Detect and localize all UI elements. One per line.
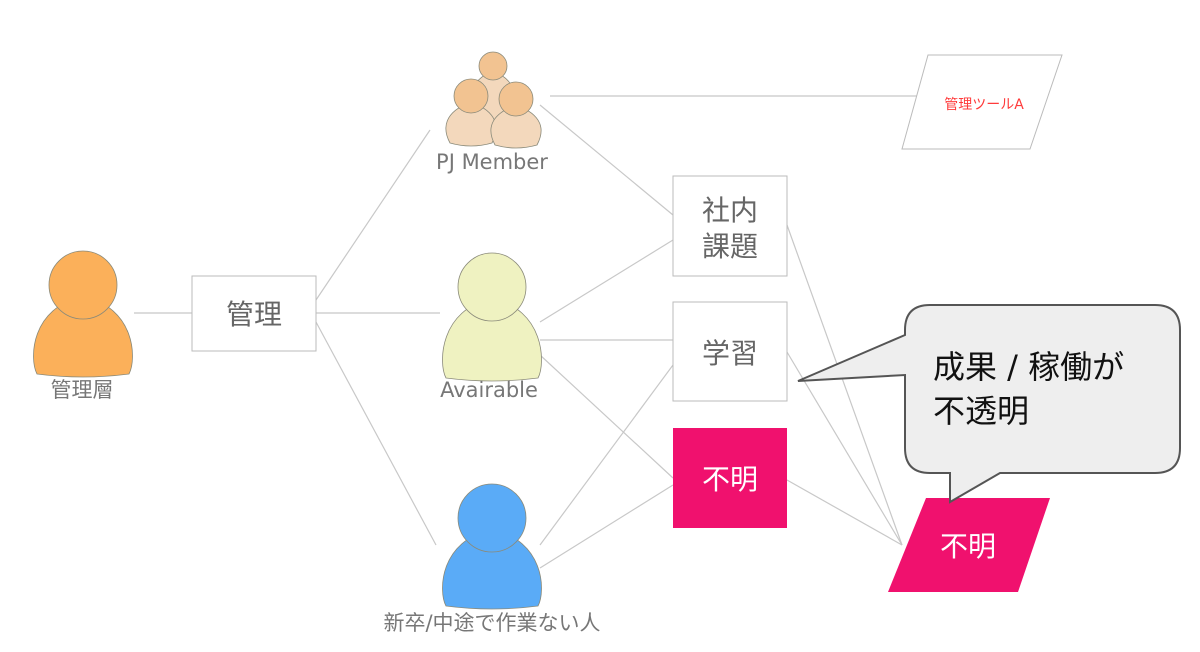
box-management[interactable]: 管理 (191, 275, 317, 352)
person-body (33, 296, 133, 378)
person-body (442, 529, 542, 610)
person-head (48, 250, 118, 320)
person-head (478, 51, 508, 81)
person-body (442, 298, 542, 382)
person-head (457, 252, 527, 322)
connector (315, 321, 437, 546)
connector-lines (134, 95, 918, 569)
box-internal-issues[interactable]: 社内 課題 (672, 175, 788, 277)
box-unknown-label: 不明 (702, 463, 758, 496)
callout-bubble: 成果 / 稼働が 不透明 (797, 304, 1181, 504)
connector (539, 104, 674, 216)
output-unknown-label: 不明 (940, 530, 996, 563)
box-internal-issues-line2: 課題 (702, 230, 758, 263)
connector (539, 239, 674, 323)
connector (539, 354, 674, 479)
label-newcomer: 新卒/中途で作業ない人 (383, 611, 600, 635)
connector (539, 364, 674, 546)
person-head (498, 81, 534, 117)
label-available: Avairable (440, 378, 538, 402)
manager-layer-icon (33, 250, 133, 378)
connector (786, 224, 903, 546)
person-body (490, 104, 542, 149)
box-learning[interactable]: 学習 (672, 301, 788, 402)
pj-member-icon-right (490, 81, 542, 149)
pj-member-icon-left (445, 78, 497, 147)
connector (315, 129, 431, 301)
output-unknown[interactable]: 不明 (888, 498, 1050, 592)
callout-line2: 不透明 (933, 392, 1029, 430)
connector (786, 479, 903, 546)
connector (539, 484, 674, 569)
box-internal-issues-line1: 社内 (702, 194, 758, 227)
person-head (453, 78, 489, 114)
callout-line1: 成果 / 稼働が (933, 348, 1124, 386)
box-unknown[interactable]: 不明 (673, 428, 787, 528)
newcomer-person-icon (442, 483, 542, 610)
box-learning-label: 学習 (702, 337, 758, 370)
available-person-icon (442, 252, 542, 382)
output-tool-a[interactable]: 管理ツールA (901, 54, 1063, 150)
label-pj-member: PJ Member (436, 150, 548, 174)
person-head (457, 483, 527, 553)
connector (786, 351, 903, 546)
box-management-label: 管理 (226, 298, 282, 331)
output-tool-a-label: 管理ツールA (944, 97, 1024, 113)
label-manager-layer: 管理層 (51, 378, 114, 402)
